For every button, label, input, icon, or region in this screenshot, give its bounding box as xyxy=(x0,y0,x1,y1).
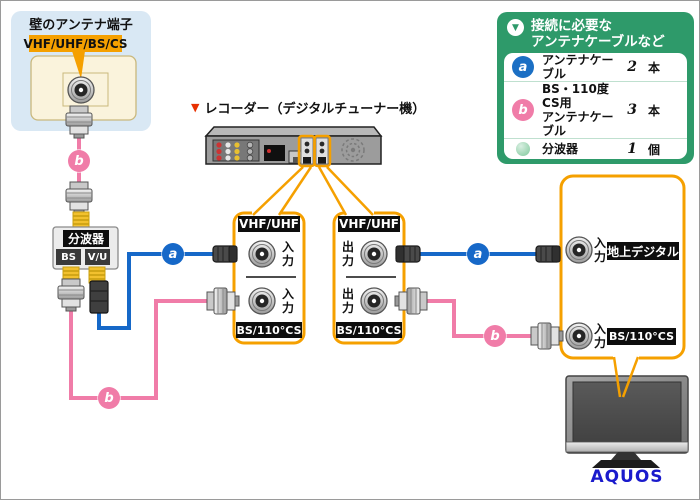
bs-cs-output-terminal xyxy=(360,287,388,315)
legend-item-count: 3 xyxy=(627,102,637,118)
output-port1-label: 出力 xyxy=(341,240,354,268)
legend-item-count: 1 xyxy=(627,141,637,157)
highlight-terminal-2 xyxy=(313,134,332,168)
f-connector-icon xyxy=(65,105,93,139)
push-plug-icon xyxy=(212,245,238,263)
f-connector-icon xyxy=(206,287,240,315)
legend-item-unit: 本 xyxy=(647,103,660,118)
legend-title-line1: 接続に必要な xyxy=(531,18,612,34)
tv-stand xyxy=(611,452,641,460)
down-triangle-icon: ▼ xyxy=(507,19,524,36)
legend-title-line2: アンテナケーブルなど xyxy=(531,34,665,50)
tv-brand-logo: AQUOS xyxy=(590,467,664,487)
recorder-title-text: レコーダー（デジタルチューナー機） xyxy=(204,102,426,117)
input-port2-label: 入力 xyxy=(281,287,294,315)
legend-item-count: 2 xyxy=(627,59,637,75)
tv-port2-label: 入力 xyxy=(593,322,606,350)
splitter-label: 分波器 xyxy=(63,230,109,247)
recorder-title: ▼ レコーダー（デジタルチューナー機） xyxy=(191,98,425,117)
input-port1-label: 入力 xyxy=(281,240,294,268)
cable-marker-a-1: a xyxy=(162,243,184,265)
splitter-bs-out-label: BS xyxy=(56,249,81,265)
marker-b-icon: b xyxy=(512,99,534,121)
fan-grille xyxy=(341,138,365,162)
output-box-top-label: VHF/UHF xyxy=(338,216,400,232)
legend-item-label: アンテナケーブル xyxy=(542,53,614,81)
vhf-uhf-output-terminal xyxy=(360,240,388,268)
output-box-bottom-label: BS/110°CS xyxy=(336,322,402,338)
callout-tails xyxy=(252,166,374,217)
tv-bs-terminal xyxy=(565,322,593,350)
cable-b-recorder-to-tv xyxy=(425,299,537,338)
input-box-bottom-label: BS/110°CS xyxy=(236,322,302,338)
legend-item-unit: 個 xyxy=(647,142,660,157)
legend-panel: a アンテナケーブル 2 本 b BS・110度CS用 アンテナケーブル 3 本… xyxy=(504,53,687,159)
cable-marker-b-1: b xyxy=(68,150,90,172)
tv-bs-label: BS/110°CS xyxy=(607,328,676,345)
marker-a-icon: a xyxy=(512,56,534,78)
bs-cs-input-terminal xyxy=(248,287,276,315)
tv-port1-label: 入力 xyxy=(593,236,606,264)
f-connector-icon xyxy=(65,181,93,215)
output-port2-label: 出力 xyxy=(341,287,354,315)
splitter-dot-icon xyxy=(516,142,530,156)
legend-item-label: BS・110度CS用 アンテナケーブル xyxy=(542,82,614,138)
legend-item-antenna-cable: a アンテナケーブル 2 本 xyxy=(504,53,687,81)
f-connector-icon xyxy=(57,278,85,312)
f-connector-icon xyxy=(394,287,428,315)
push-plug-icon xyxy=(535,245,561,263)
legend-item-splitter: 分波器 1 個 xyxy=(504,138,687,159)
vhf-uhf-input-terminal xyxy=(248,240,276,268)
cable-marker-b-2: b xyxy=(98,387,120,409)
rca-jacks xyxy=(216,141,254,162)
tv-terrestrial-terminal xyxy=(565,236,593,264)
legend-item-unit: 本 xyxy=(647,60,660,75)
wall-outlet-title: 壁のアンテナ端子 xyxy=(29,18,133,33)
input-box-top-label: VHF/UHF xyxy=(238,216,300,232)
legend-item-label: 分波器 xyxy=(542,142,579,156)
legend-box: ▼ 接続に必要な アンテナケーブルなど a アンテナケーブル 2 本 b BS・… xyxy=(497,12,694,164)
cable-a-splitter-to-recorder xyxy=(89,252,219,330)
wall-label-pointer xyxy=(72,51,85,79)
wall-coax-terminal xyxy=(67,76,95,104)
tv-screen xyxy=(572,381,682,443)
red-triangle-icon: ▼ xyxy=(191,101,200,114)
legend-header: ▼ 接続に必要な アンテナケーブルなど xyxy=(507,18,665,50)
splitter-input-cable xyxy=(72,211,90,229)
legend-item-bs-cs-cable: b BS・110度CS用 アンテナケーブル 3 本 xyxy=(504,81,687,138)
push-plug-icon xyxy=(395,245,421,263)
recorder-graphic xyxy=(204,126,383,168)
tv-callout-tail xyxy=(612,355,640,398)
legend-title: 接続に必要な アンテナケーブルなど xyxy=(531,18,665,50)
optical-port xyxy=(264,145,285,161)
tv-terrestrial-label: 地上デジタル xyxy=(607,242,679,260)
tv-graphic xyxy=(565,375,689,468)
recorder-antenna-terminals xyxy=(300,137,329,165)
cable-marker-a-2: a xyxy=(467,243,489,265)
push-plug-icon xyxy=(89,280,109,314)
f-connector-icon xyxy=(530,322,564,350)
cable-marker-b-3: b xyxy=(484,325,506,347)
wall-terminal-type-label: VHF/UHF/BS/CS xyxy=(23,35,128,52)
cable-b-splitter-to-recorder xyxy=(57,278,215,400)
splitter-vu-out-label: V/U xyxy=(85,249,110,265)
